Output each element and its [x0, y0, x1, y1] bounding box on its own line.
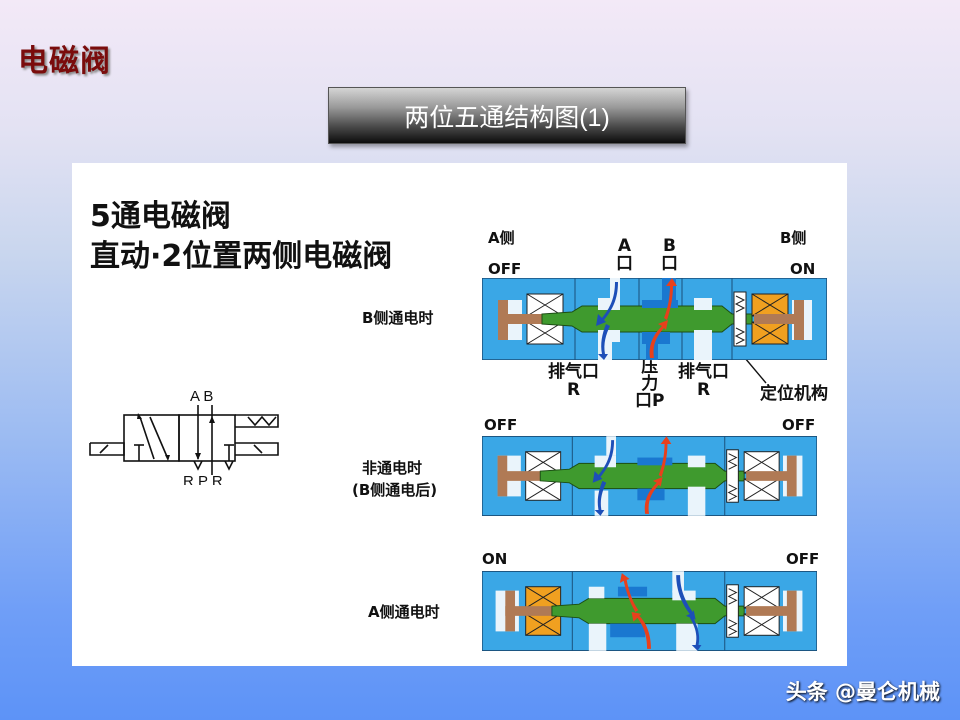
valve-cutaway-both-off [482, 436, 817, 516]
row2-state-label-1: 非通电时 [362, 459, 423, 477]
row2-left-state: OFF [484, 416, 518, 434]
diagram-heading-1: 5通电磁阀 [90, 199, 231, 234]
port-b-label: B 口 [661, 236, 678, 274]
a-side-label: A侧 [488, 229, 515, 247]
row3-state-label: A侧通电时 [368, 603, 440, 621]
diagram-panel: 5通电磁阀 直动·2位置两侧电磁阀 A B R P R A侧 [72, 163, 847, 666]
subtitle-banner: 两位五通结构图(1) [328, 87, 686, 144]
watermark: 头条 @曼仑机械 [785, 680, 940, 704]
port-a-label: A 口 [616, 236, 633, 274]
row2-right-state: OFF [782, 416, 816, 434]
symbol-bottom-ports: R P R [183, 473, 223, 485]
row3-right-state: OFF [786, 550, 820, 568]
diagram-heading-2: 直动·2位置两侧电磁阀 [90, 239, 393, 274]
detent-label: 定位机构 [760, 384, 828, 404]
valve-cutaway-a-on [482, 571, 817, 651]
subtitle-text: 两位五通结构图(1) [404, 103, 610, 132]
exhaust-right-label: 排气口 R [678, 362, 729, 400]
row1-state-label: B侧通电时 [362, 309, 434, 327]
row1-right-state: ON [790, 260, 816, 278]
row1-left-state: OFF [488, 260, 522, 278]
row2-state-label-2: (B侧通电后) [352, 481, 438, 499]
valve-cutaway-b-on [482, 278, 827, 360]
b-side-label: B侧 [780, 229, 807, 247]
symbol-top-ports: A B [190, 388, 213, 405]
exhaust-left-label: 排气口 R [548, 362, 599, 400]
slide-title: 电磁阀 [18, 44, 111, 79]
valve-symbol-icon: A B R P R [89, 388, 279, 485]
row3-left-state: ON [482, 550, 508, 568]
pressure-port-label: 压 力 口P [635, 357, 665, 411]
